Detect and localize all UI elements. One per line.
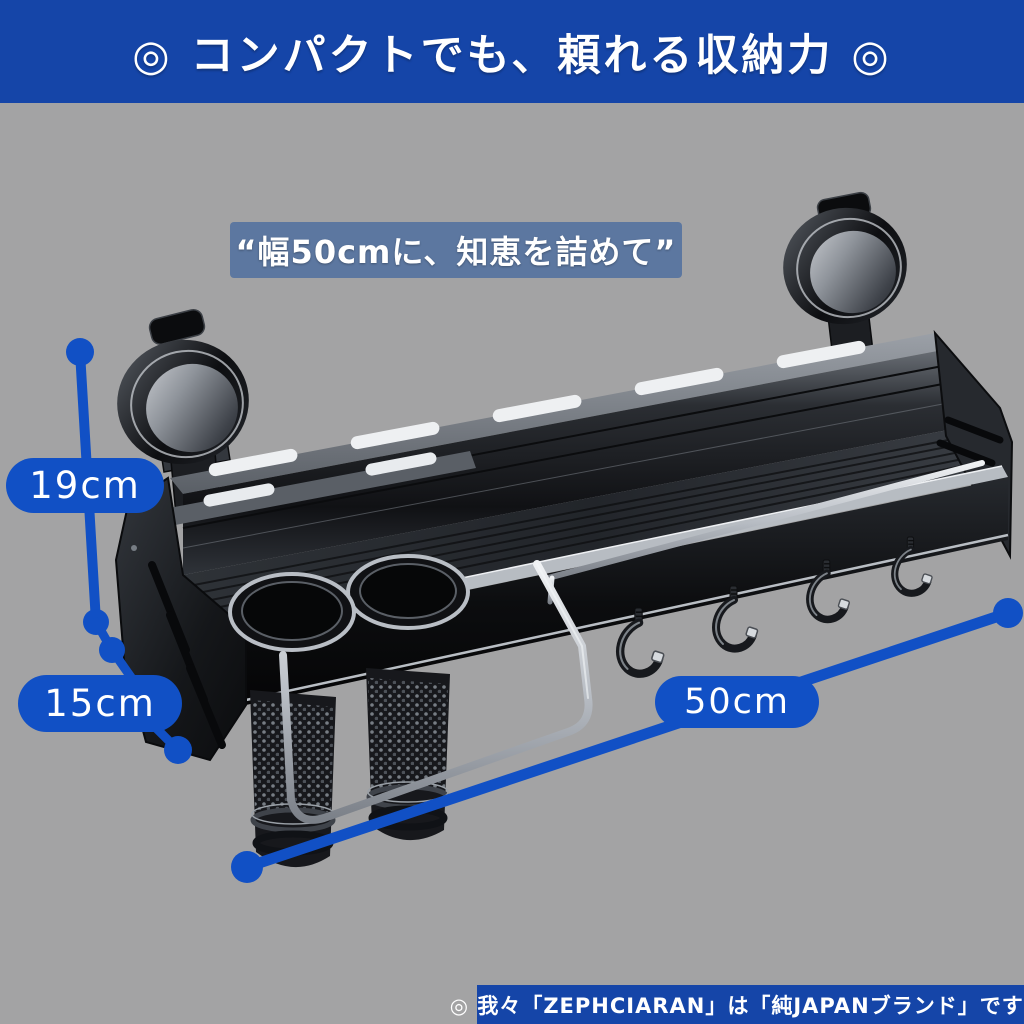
top-banner-text: ◎ コンパクトでも、頼れる収納力 ◎: [132, 30, 892, 81]
depth-value: 15cm: [44, 682, 156, 725]
width-dimension-label: 50cm: [655, 676, 819, 728]
depth-dimension-line: [91, 617, 192, 764]
bottom-banner: ◎ 我々「ZEPHCIARAN」は「純JAPANブランド」です ◎: [450, 985, 1024, 1024]
cup-ring-left: [228, 572, 356, 652]
width-dimension-line: [231, 598, 1023, 883]
caption-text: “幅50cmに、知恵を詰めて”: [235, 233, 677, 271]
deck-ribs: [193, 437, 992, 616]
left-lock-lever: [148, 309, 206, 345]
right-suction-cup: [783, 191, 907, 368]
top-banner: ◎ コンパクトでも、頼れる収納力 ◎: [0, 0, 1024, 103]
top-edge-highlights: [208, 340, 866, 477]
towel-bar: [279, 560, 593, 824]
left-suction-cup: [117, 309, 249, 516]
caption-bubble: “幅50cmに、知恵を詰めて”: [230, 222, 682, 278]
width-value: 50cm: [684, 682, 790, 722]
bottom-banner-text: ◎ 我々「ZEPHCIARAN」は「純JAPANブランド」です ◎: [449, 993, 1024, 1018]
height-value: 19cm: [29, 464, 141, 507]
depth-dimension-label: 15cm: [18, 675, 182, 732]
cup-ring-right: [346, 554, 470, 630]
height-dimension-label: 19cm: [6, 458, 164, 513]
